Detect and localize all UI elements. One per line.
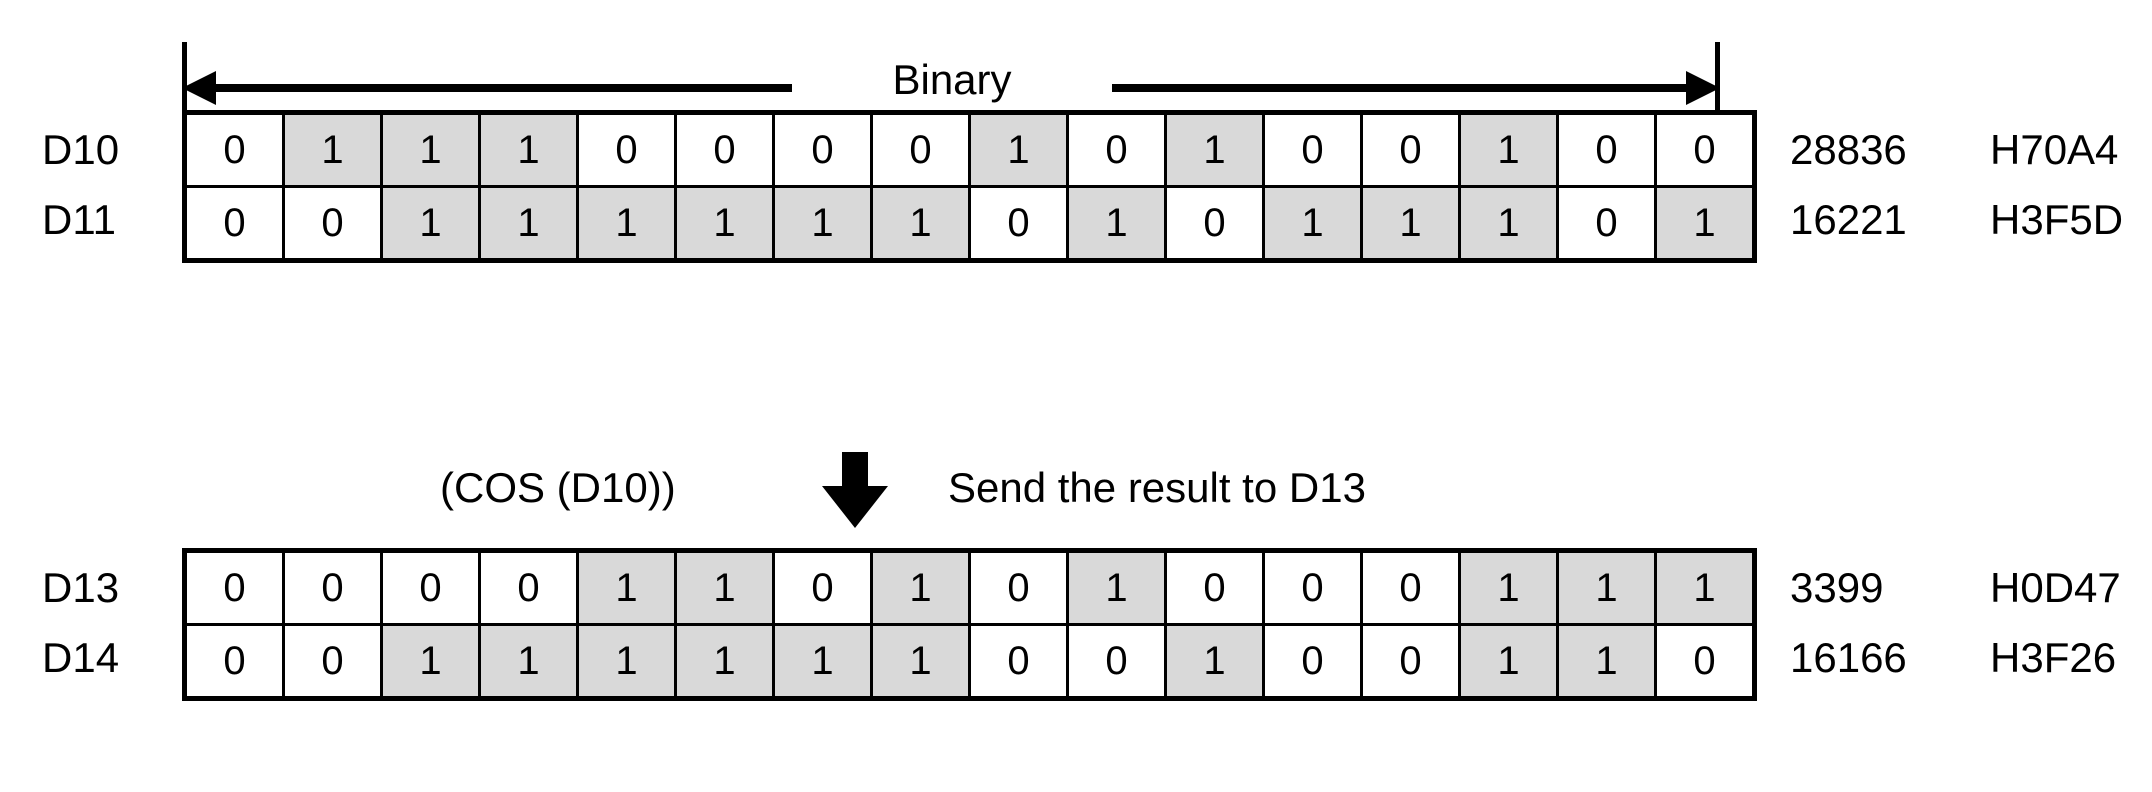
row-label-d10: D10 — [42, 126, 120, 173]
hex-value-d11: H3F5D — [1990, 196, 2124, 243]
binary-label: Binary — [792, 55, 1112, 105]
arrow-down-head — [822, 486, 888, 528]
bit-cell-d11-3: 1 — [478, 185, 579, 262]
bit-cell-d11-10: 0 — [1164, 185, 1265, 262]
bit-cell-d11-15: 1 — [1654, 185, 1756, 262]
row-label-d13: D13 — [42, 564, 120, 611]
bit-cell-d11-0: 0 — [183, 185, 285, 262]
operation-expression: (COS (D10)) — [440, 464, 676, 511]
bit-cell-d13-2: 0 — [380, 549, 481, 626]
bit-cell-d11-11: 1 — [1262, 185, 1363, 262]
bit-cell-d10-11: 0 — [1262, 111, 1363, 188]
hex-value-d10: H70A4 — [1990, 126, 2119, 173]
bit-cell-d14-0: 0 — [183, 623, 285, 700]
bit-cell-d13-3: 0 — [478, 549, 579, 626]
bit-cell-d10-12: 0 — [1360, 111, 1461, 188]
bit-cell-d10-14: 0 — [1556, 111, 1657, 188]
bit-cell-d13-13: 1 — [1458, 549, 1559, 626]
bit-cell-d14-15: 0 — [1654, 623, 1756, 700]
bit-cell-d13-10: 0 — [1164, 549, 1265, 626]
bit-cell-d13-14: 1 — [1556, 549, 1657, 626]
bit-cell-d11-7: 1 — [870, 185, 971, 262]
bit-cell-d11-2: 1 — [380, 185, 481, 262]
bit-cell-d11-8: 0 — [968, 185, 1069, 262]
bit-cell-d14-1: 0 — [282, 623, 383, 700]
bit-cell-d14-3: 1 — [478, 623, 579, 700]
arrow-left-line — [212, 84, 812, 92]
bit-cell-d13-12: 0 — [1360, 549, 1461, 626]
hex-value-d14: H3F26 — [1990, 634, 2117, 681]
decimal-value-d14: 16166 — [1790, 634, 1907, 681]
bit-cell-d14-7: 1 — [870, 623, 971, 700]
bit-cell-d11-12: 1 — [1360, 185, 1461, 262]
operation-description: Send the result to D13 — [948, 464, 1366, 511]
arrow-right-icon — [1686, 71, 1720, 105]
bit-cell-d13-4: 1 — [576, 549, 677, 626]
bit-cell-d14-6: 1 — [772, 623, 873, 700]
bit-cell-d10-3: 1 — [478, 111, 579, 188]
span-arrow-row — [182, 71, 1720, 105]
bit-cell-d14-12: 0 — [1360, 623, 1461, 700]
hex-value-d13: H0D47 — [1990, 564, 2121, 611]
bit-cell-d11-6: 1 — [772, 185, 873, 262]
bit-cell-d11-14: 0 — [1556, 185, 1657, 262]
bit-cell-d13-1: 0 — [282, 549, 383, 626]
bit-cell-d14-13: 1 — [1458, 623, 1559, 700]
decimal-value-d11: 16221 — [1790, 196, 1907, 243]
bit-cell-d10-0: 0 — [183, 111, 285, 188]
bit-cell-d10-4: 0 — [576, 111, 677, 188]
bit-cell-d13-6: 0 — [772, 549, 873, 626]
arrow-left-icon — [182, 71, 216, 105]
bit-cell-d14-2: 1 — [380, 623, 481, 700]
bit-cell-d11-13: 1 — [1458, 185, 1559, 262]
bit-cell-d14-10: 1 — [1164, 623, 1265, 700]
bit-cell-d13-15: 1 — [1654, 549, 1756, 626]
arrow-right-line — [1087, 84, 1687, 92]
row-label-d14: D14 — [42, 634, 120, 681]
bit-cell-d13-11: 0 — [1262, 549, 1363, 626]
bit-cell-d13-9: 1 — [1066, 549, 1167, 626]
binary-span-header: Binary — [182, 42, 1720, 110]
bit-cell-d14-9: 0 — [1066, 623, 1167, 700]
bit-cell-d10-2: 1 — [380, 111, 481, 188]
bit-cell-d10-6: 0 — [772, 111, 873, 188]
bit-cell-d10-7: 0 — [870, 111, 971, 188]
bit-cell-d14-5: 1 — [674, 623, 775, 700]
bit-cell-d14-11: 0 — [1262, 623, 1363, 700]
bit-cell-d10-9: 0 — [1066, 111, 1167, 188]
bit-cell-d11-5: 1 — [674, 185, 775, 262]
bit-cell-d10-13: 1 — [1458, 111, 1559, 188]
bit-cell-d14-14: 1 — [1556, 623, 1657, 700]
bit-cell-d13-8: 0 — [968, 549, 1069, 626]
bit-cell-d11-1: 0 — [282, 185, 383, 262]
bit-cell-d10-5: 0 — [674, 111, 775, 188]
bit-cell-d10-8: 1 — [968, 111, 1069, 188]
decimal-value-d13: 3399 — [1790, 564, 1884, 611]
bit-cell-d14-4: 1 — [576, 623, 677, 700]
bit-cell-d11-9: 1 — [1066, 185, 1167, 262]
decimal-value-d10: 28836 — [1790, 126, 1907, 173]
bit-cell-d14-8: 0 — [968, 623, 1069, 700]
bit-cell-d11-4: 1 — [576, 185, 677, 262]
bit-cell-d13-0: 0 — [183, 549, 285, 626]
row-label-d11: D11 — [42, 196, 116, 243]
arrow-down-icon — [820, 452, 892, 528]
bit-cell-d13-7: 1 — [870, 549, 971, 626]
bit-cell-d10-10: 1 — [1164, 111, 1265, 188]
bit-cell-d10-1: 1 — [282, 111, 383, 188]
operation-band: (COS (D10)) Send the result to D13 — [0, 438, 2152, 548]
bit-cell-d13-5: 1 — [674, 549, 775, 626]
bit-cell-d10-15: 0 — [1654, 111, 1756, 188]
